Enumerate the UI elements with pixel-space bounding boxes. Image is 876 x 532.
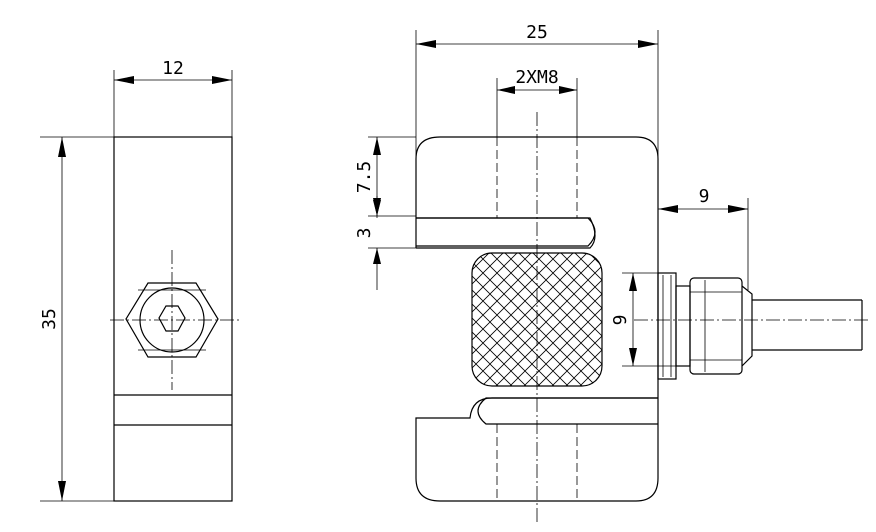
dim-connector-diameter-label: 9 xyxy=(610,315,631,326)
dim-side-height-label: 35 xyxy=(39,308,60,330)
dim-thread-label: 2XM8 xyxy=(515,67,558,88)
cable-connector xyxy=(634,272,870,380)
dim-top-offset: 7.5 xyxy=(354,136,416,217)
dim-slot-width: 3 xyxy=(354,196,416,290)
dim-top-offset-label: 7.5 xyxy=(354,161,375,194)
dim-side-height: 35 xyxy=(39,136,114,502)
dim-front-width: 25 xyxy=(415,22,659,218)
dim-side-width-label: 12 xyxy=(162,58,184,79)
dim-thread: 2XM8 xyxy=(496,67,578,137)
hex-socket xyxy=(158,305,186,332)
dim-front-width-label: 25 xyxy=(526,22,548,43)
hex-nut-outline xyxy=(125,282,219,358)
dim-slot-width-label: 3 xyxy=(354,228,375,239)
front-view: 25 2XM8 7.5 3 xyxy=(354,22,870,522)
side-view: 12 35 xyxy=(39,58,240,502)
dim-connector-length-label: 9 xyxy=(699,186,710,207)
upper-slot xyxy=(416,217,596,247)
lower-slot xyxy=(477,397,658,425)
dim-side-width: 12 xyxy=(113,58,233,137)
hex-nut xyxy=(110,250,240,390)
dim-connector-diameter: 9 xyxy=(610,272,676,367)
side-view-body xyxy=(113,136,233,502)
dim-connector-length: 9 xyxy=(658,186,749,290)
